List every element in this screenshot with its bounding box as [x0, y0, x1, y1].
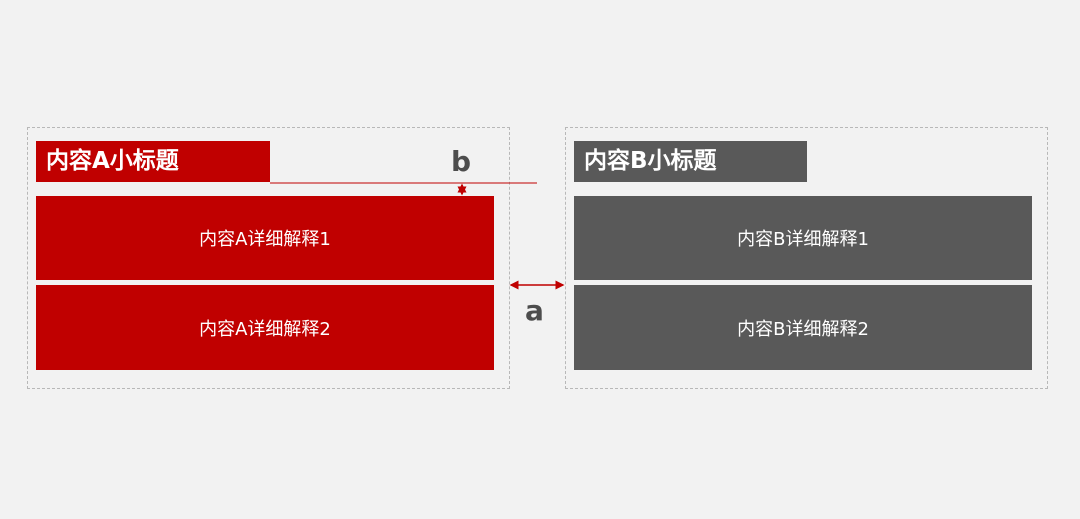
group-a-title: 内容A小标题 [36, 141, 270, 182]
dimension-label-b: b [451, 145, 472, 178]
group-b-item-2: 内容B详细解释2 [574, 285, 1032, 370]
group-a-item-1: 内容A详细解释1 [36, 196, 494, 280]
group-a-item-2: 内容A详细解释2 [36, 285, 494, 370]
group-b-frame [565, 127, 1048, 389]
group-b-title: 内容B小标题 [574, 141, 807, 182]
group-a-frame [27, 127, 510, 389]
dimension-label-a: a [525, 294, 544, 327]
group-b-item-1: 内容B详细解释1 [574, 196, 1032, 280]
